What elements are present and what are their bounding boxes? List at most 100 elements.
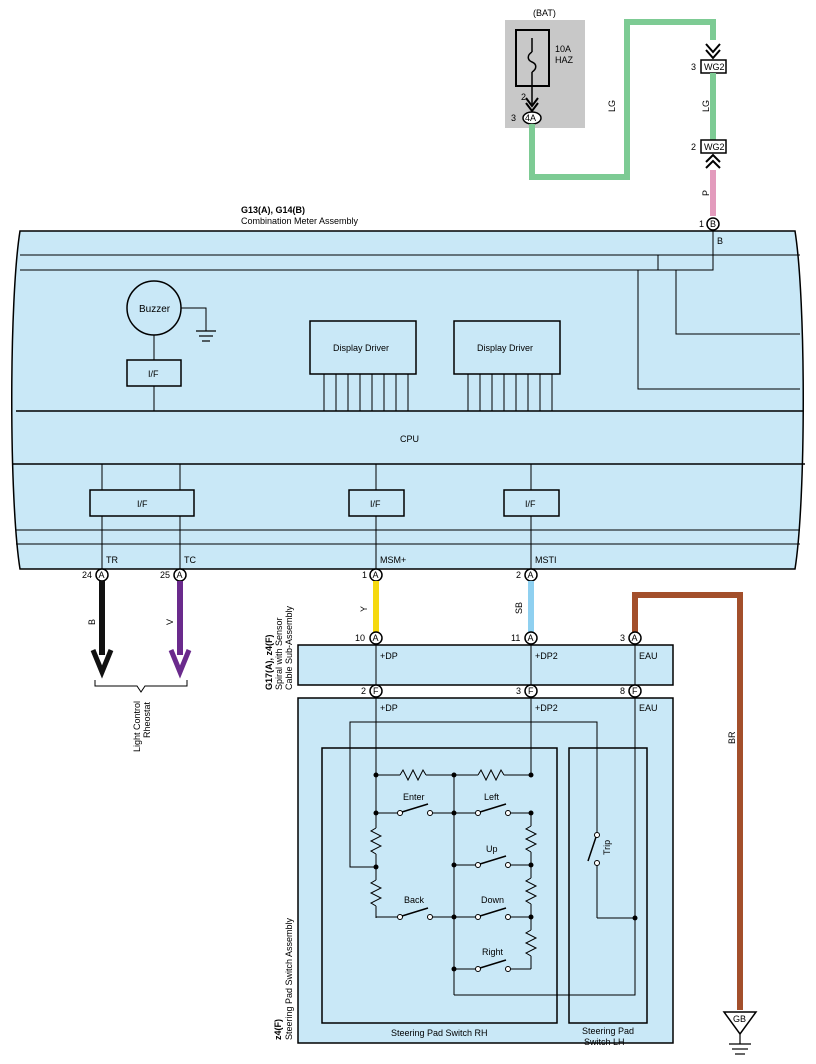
combination-meter: G13(A), G14(B) Combination Meter Assembl… [11,205,805,570]
display-driver-1-label: Display Driver [333,343,389,353]
return-wire-left [349,721,598,868]
switch-down-blade [479,907,507,917]
buzzer-if-label: I/F [148,369,159,379]
pin-tr-num: 24 [82,570,92,580]
switch-up-contact-r [505,862,511,868]
resistor-top-1-icon [399,768,427,782]
display-driver-2-label: Display Driver [477,343,533,353]
ground-icon [729,1034,751,1055]
steering-pin-dp2-name: +DP2 [535,703,558,713]
buzzer-if-box [126,359,182,387]
switch-up-blade [479,855,507,865]
wire-color-lg-left: LG [607,100,617,112]
display-driver-2 [453,320,561,375]
switch-right-label: Right [482,947,504,957]
pin-msti-conn: A [528,570,534,580]
spiral-top-pin-eau-num: 3 [620,633,625,643]
spiral-top-pin-eau-name: EAU [639,651,658,661]
wire-br [632,592,743,1010]
steering-pin-dp-name: +DP [380,703,398,713]
spiral-top-pin-dp2-num: 11 [511,633,520,643]
buzzer-ground-icon [196,330,216,342]
ground-gb-triangle [722,1011,758,1036]
switch-back-contact-r [427,914,433,920]
spiral-top-pin-dp2-name: +DP2 [535,651,558,661]
meter-pin-msm-name: MSM+ [380,555,406,565]
spiral-bottom-pin-dp2-conn: F [528,686,534,696]
steering-assembly-body [297,697,674,1044]
if-box-2-label: I/F [370,499,381,509]
switch-enter-label: Enter [403,792,425,802]
pin-msti-num: 2 [516,570,521,580]
switch-up-label: Up [486,844,498,854]
steering-lh-label-line2: Switch LH [584,1037,625,1047]
if-box-1 [89,489,195,517]
meter-bus-6 [637,270,800,390]
steering-rh-box [321,747,558,1024]
fuse-pin-left: 3 [511,113,516,123]
node-dp2-top [528,772,534,778]
ground-gb-label: GB [733,1014,746,1024]
node-up-l [451,862,457,868]
spiral-top-pin-eau [628,631,642,645]
pin-msm-num: 1 [362,570,367,580]
wire-v-arrow-icon [168,649,192,679]
fuse-name: HAZ [555,55,574,65]
steering-lh-box [568,747,648,1024]
pin-tr-conn: A [99,570,105,580]
switch-right-contact-r [505,966,511,972]
meter-pin-b-label: B [717,236,723,246]
meter-pin-msti-name: MSTI [535,555,557,565]
spiral-top-pin-dp [369,631,383,645]
meter-title-line1: G13(A), G14(B) [241,205,305,215]
spiral-bottom-pin-eau-num: 8 [620,686,625,696]
junction-lower-box [700,139,727,154]
node-right-l [451,966,457,972]
wire-color-br: BR [727,731,737,744]
bottom-return-wire [454,918,636,996]
junction-upper-pin: 3 [691,62,696,72]
spiral-bottom-pin-dp-conn: F [373,686,379,696]
switch-up-contact-l [475,862,481,868]
junction-lower-pin: 2 [691,142,696,152]
display-driver-2-pins [467,374,553,411]
meter-output-pins: A 24 B A 25 V Light Control Rheostat A 1… [82,568,538,752]
rheostat-brace [94,680,188,693]
pin-msm-conn: A [373,570,379,580]
junction-upper-name: WG2 [704,62,725,72]
switch-back-contact-l [397,914,403,920]
node-dp-top [373,772,379,778]
pin-tc-num: 25 [160,570,170,580]
spiral-bottom-pin-dp-num: 2 [361,686,366,696]
spiral-top-pin-dp-name: +DP [380,651,398,661]
spiral-top-pin-dp2 [524,631,538,645]
rheostat-label-line2: Rheostat [142,701,152,738]
steering-title-line1: z4(F) [273,1019,283,1040]
switch-trip-label: Trip [602,840,612,855]
ground-wire: BR GB [632,592,758,1055]
fuse-block: (BAT) 10A HAZ 2 4A 3 [505,8,585,128]
resistor-dp2-1-icon [524,825,538,853]
display-driver-1 [309,320,417,375]
switch-left-blade [479,803,507,813]
pin-tc-conn: A [177,570,183,580]
node-eau-trip [632,915,638,921]
trip-contact-top [594,832,600,838]
fuse-connector-chevron-icon [525,97,539,113]
switch-down-label: Down [481,895,504,905]
spiral-cable: G17(A), z4(F) Spiral with Sensor Cable S… [264,605,674,698]
meter-title-line2: Combination Meter Assembly [241,216,359,226]
fuse-connector-label: 4A [525,113,536,123]
spiral-bottom-pin-dp2-num: 3 [516,686,521,696]
steering-pad-assembly: z4(F) Steering Pad Switch Assembly +DP +… [273,697,674,1047]
resistor-top-2-icon [477,768,505,782]
fuse-source-label: (BAT) [533,8,556,18]
switch-down-contact-r [505,914,511,920]
wire-color-p: P [701,190,711,196]
resistor-dp-1-icon [369,827,383,855]
spiral-title-line1: G17(A), z4(F) [264,634,274,690]
spiral-top-pin-dp2-conn: A [528,633,534,643]
trip-blade [587,836,597,862]
wire-color-v: V [165,619,175,625]
display-driver-1-pins [323,374,409,411]
